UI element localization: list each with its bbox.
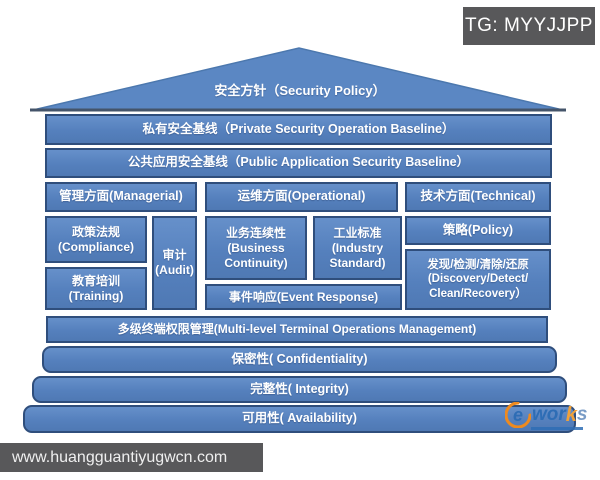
eworks-s-text: s	[576, 404, 588, 425]
cell-compliance: 政策法规 (Compliance)	[45, 216, 147, 263]
eworks-underline-bar	[531, 427, 583, 430]
eworks-k-text: k	[565, 403, 577, 426]
eworks-wor-text: wor	[532, 404, 566, 425]
roof-label: 安全方针（Security Policy）	[214, 83, 386, 98]
row-integrity: 完整性( Integrity)	[32, 376, 567, 403]
cell-discovery-detect-clean-recovery: 发现/检测/清除/还原 (Discovery/Detect/ Clean/Rec…	[405, 249, 551, 310]
row-public-application-baseline: 公共应用安全基线（Public Application Security Bas…	[45, 148, 552, 178]
eworks-e-icon: e	[505, 402, 531, 428]
cell-industry-standard: 工业标准 (Industry Standard)	[313, 216, 402, 280]
roof-triangle	[30, 47, 566, 112]
row-confidentiality: 保密性( Confidentiality)	[42, 346, 557, 373]
cell-policy: 策略(Policy)	[405, 216, 551, 245]
cell-operational: 运维方面(Operational)	[205, 182, 398, 212]
cell-training: 教育培训 (Training)	[45, 267, 147, 310]
row-availability: 可用性( Availability)	[23, 405, 576, 433]
cell-business-continuity: 业务连续性 (Business Continuity)	[205, 216, 307, 280]
svg-text:e: e	[513, 405, 523, 425]
website-watermark-bar: www.huangguantiyugwcn.com	[0, 443, 263, 472]
cell-technical: 技术方面(Technical)	[405, 182, 551, 212]
cell-event-response: 事件响应(Event Response)	[205, 284, 402, 310]
cell-audit: 审计 (Audit)	[152, 216, 197, 310]
row-private-security-baseline: 私有安全基线（Private Security Operation Baseli…	[45, 114, 552, 145]
row-terminal-operations-management: 多级终端权限管理(Multi-level Terminal Operations…	[46, 316, 548, 343]
tg-watermark-badge: TG: MYYJJPP	[463, 7, 595, 45]
cell-managerial: 管理方面(Managerial)	[45, 182, 197, 212]
